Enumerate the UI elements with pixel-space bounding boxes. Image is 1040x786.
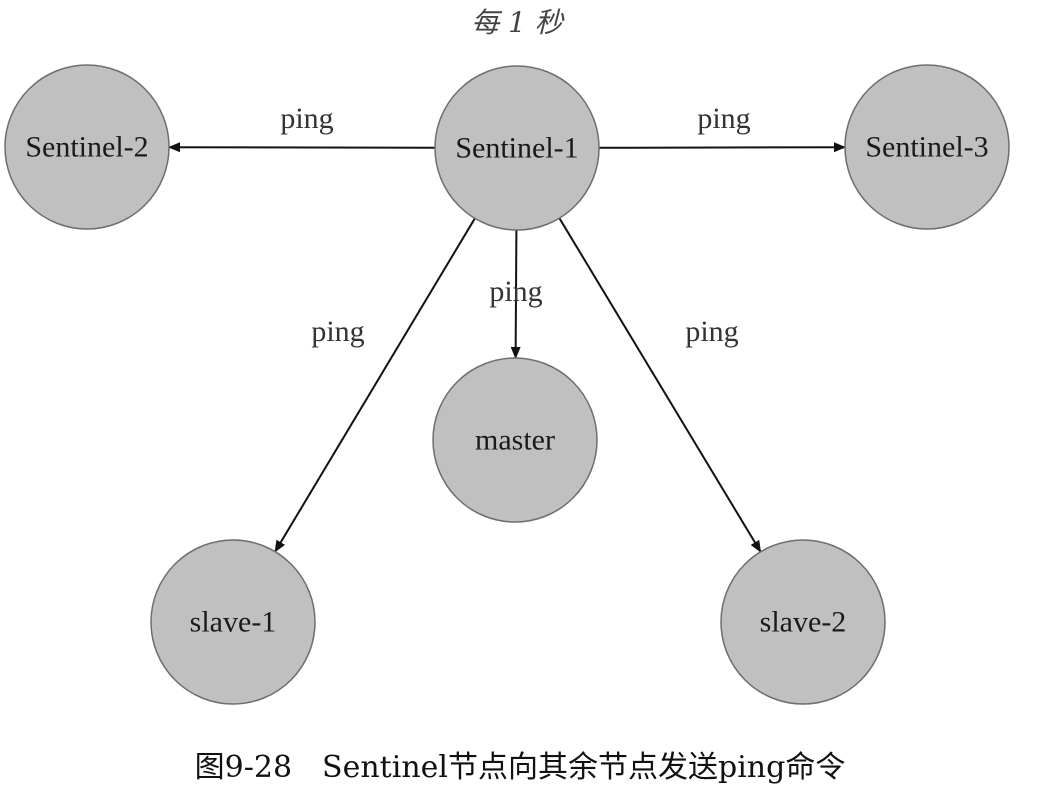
node-sentinel-2: Sentinel-2	[4, 64, 170, 230]
node-label-master: master	[475, 424, 555, 457]
node-slave-2: slave-2	[720, 539, 886, 705]
node-master: master	[432, 357, 598, 523]
node-circle-slave-2	[720, 539, 886, 705]
node-circle-sentinel-3	[844, 64, 1010, 230]
edge-label-slave-1: ping	[311, 315, 364, 348]
figure-caption: 图9-28 Sentinel节点向其余节点发送ping命令	[195, 750, 846, 785]
edge-labels-layer: ping ping ping ping ping	[280, 102, 750, 348]
edge-sentinel-1-to-slave-2	[558, 217, 762, 553]
node-sentinel-1: Sentinel-1	[434, 65, 600, 231]
node-circle-master	[432, 357, 598, 523]
node-label-slave-2: slave-2	[760, 606, 847, 639]
top-caption: 每 1 秒	[471, 6, 565, 39]
node-circle-slave-1	[150, 539, 316, 705]
node-label-slave-1: slave-1	[190, 606, 277, 639]
node-slave-1: slave-1	[150, 539, 316, 705]
node-circle-sentinel-1	[434, 65, 600, 231]
node-label-sentinel-2: Sentinel-2	[25, 131, 148, 164]
node-sentinel-3: Sentinel-3	[844, 64, 1010, 230]
node-circle-sentinel-2	[4, 64, 170, 230]
edge-label-sentinel-3: ping	[697, 102, 750, 135]
edge-label-master: ping	[489, 275, 542, 308]
edges-layer	[168, 142, 846, 553]
edge-sentinel-1-to-sentinel-3	[598, 142, 846, 153]
edge-label-sentinel-2: ping	[280, 102, 333, 135]
edge-sentinel-1-to-sentinel-2	[168, 142, 436, 153]
edge-sentinel-1-to-slave-1	[274, 217, 476, 553]
node-label-sentinel-3: Sentinel-3	[865, 131, 988, 164]
edge-sentinel-1-to-master	[510, 229, 521, 359]
nodes-layer: Sentinel-1 Sentinel-2 Sentinel-3 master slav…	[4, 64, 1010, 705]
edge-label-slave-2: ping	[685, 315, 738, 348]
node-label-sentinel-1: Sentinel-1	[455, 132, 578, 165]
